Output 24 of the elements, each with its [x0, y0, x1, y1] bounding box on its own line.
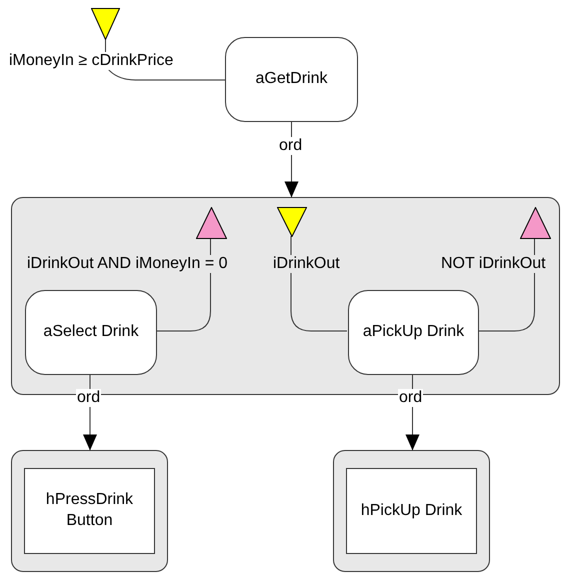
- edge-label: ord: [398, 389, 424, 407]
- activity-label: aPickUp Drink: [362, 322, 466, 342]
- edge-label: iDrinkOut AND iMoneyIn = 0: [26, 255, 229, 273]
- output-triangle: [520, 207, 551, 239]
- edge-label: iMoneyIn ≥ cDrinkPrice: [8, 52, 174, 70]
- output-triangle: [196, 207, 227, 239]
- activity-box: [348, 290, 479, 375]
- edge-label: ord: [76, 389, 102, 407]
- hardware-frame: [11, 450, 168, 572]
- edge-label: iDrinkOut: [272, 255, 341, 273]
- edge-label: NOT iDrinkOut: [440, 255, 547, 273]
- input-triangle: [277, 207, 307, 237]
- activity-box: [25, 290, 157, 375]
- input-triangle: [91, 8, 120, 40]
- edge-label: ord: [278, 137, 304, 155]
- hardware-label: hPressDrink Button: [44, 490, 134, 531]
- activity-box: [225, 37, 358, 122]
- connector-line: [478, 238, 535, 332]
- hardware-label: hPickUp Drink: [360, 500, 462, 521]
- activity-label: aGetDrink: [254, 69, 329, 90]
- activity-label: aSelect Drink: [42, 322, 140, 342]
- connector-line: [290, 236, 348, 332]
- hardware-frame: [333, 450, 490, 572]
- connector-line: [105, 40, 226, 80]
